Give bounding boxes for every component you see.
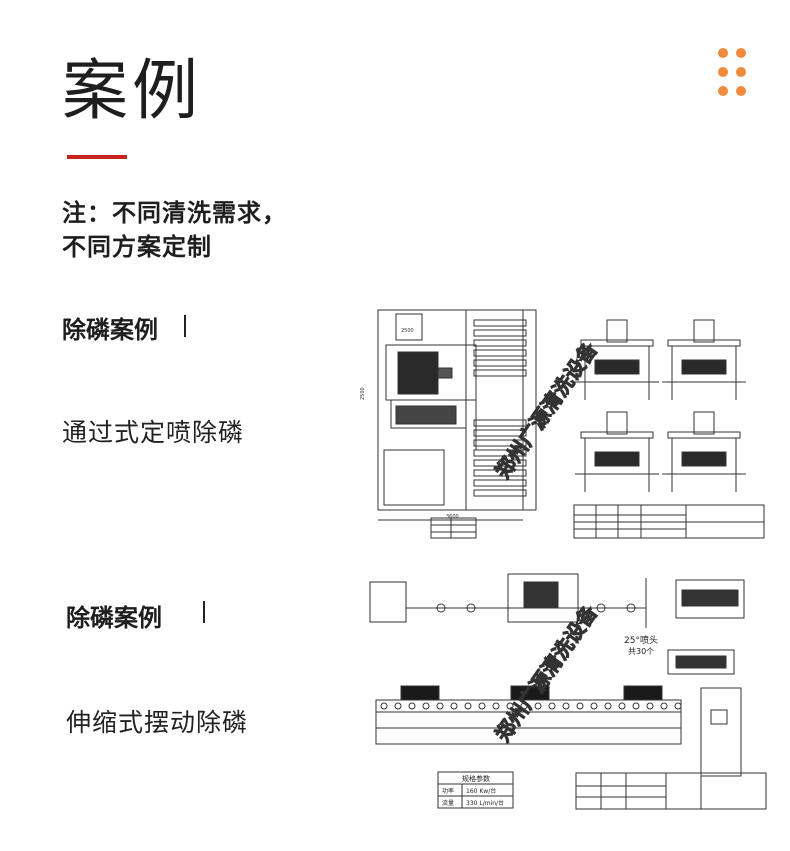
height-dim: 2500	[360, 387, 366, 400]
nozzle-count: 共30个	[628, 647, 654, 656]
valve-tower	[465, 309, 537, 511]
note-line-2: 不同方案定制	[62, 233, 212, 261]
cabinet-outline	[377, 309, 524, 511]
case-1-drawing: 2500 2500 3600 郑州广	[356, 300, 766, 540]
customization-note: 注：不同清洗需求， 不同方案定制	[62, 196, 287, 264]
title-underline	[67, 155, 127, 159]
page-title: 案例	[62, 52, 202, 129]
spec-row-2-name: 流量	[442, 799, 454, 807]
title-block-2	[575, 772, 767, 810]
spec-row-1-name: 功率	[442, 787, 454, 795]
case-2-subtitle: 伸缩式摆动除磷	[66, 708, 249, 737]
case-1-watermark: 郑州广源清洗设备	[490, 337, 602, 483]
nozzle-note: 25°喷头	[624, 635, 658, 646]
case-1-label: 除磷案例	[62, 316, 158, 344]
note-line-1: 注：不同清洗需求，	[62, 199, 287, 227]
cabinet-dim-label: 2500	[401, 328, 414, 334]
spec-row-2-value: 330 L/min/台	[466, 799, 504, 807]
spec-row-1-value: 160 Kw/台	[466, 787, 496, 795]
case-2-label-bar	[203, 601, 205, 623]
dots-grid-icon	[718, 48, 748, 96]
case-1-subtitle: 通过式定喷除磷	[62, 418, 245, 447]
nozzle-block	[667, 579, 745, 675]
control-cabinet	[700, 687, 742, 777]
spec-table-title: 规格参数	[462, 774, 490, 783]
case-1-label-bar	[184, 315, 186, 337]
title-block	[573, 504, 765, 539]
case-2-drawing: 25°喷头 共30个 规格参数 功率 160 Kw/台 流量 330 L/m	[356, 568, 770, 813]
case-2-label: 除磷案例	[66, 604, 162, 632]
conveyor	[375, 685, 682, 745]
width-dim: 3600	[446, 514, 459, 520]
spec-table	[437, 771, 514, 809]
spec-table-small	[430, 517, 477, 539]
pipe-schematic	[369, 573, 647, 628]
